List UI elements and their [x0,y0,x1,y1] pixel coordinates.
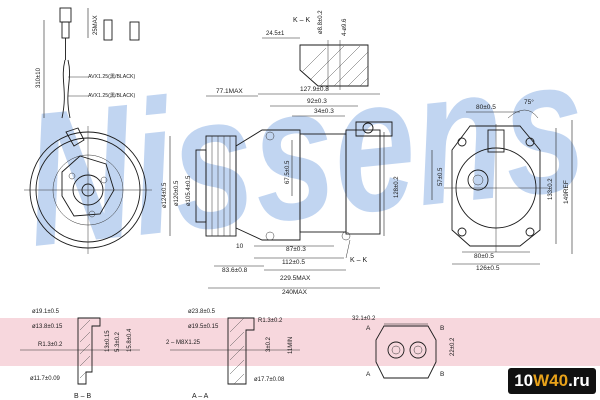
label-77-1max: 77.1MAX [216,88,243,95]
label-149ref: 149REF [563,180,570,204]
label-80-top: 80±0.5 [476,104,496,111]
label-133: 133±0.2 [548,178,554,200]
label-25max: 25MAX [93,15,99,35]
label-aa-d23: ø23.8±0.5 [188,309,216,315]
label-240max: 240MAX [282,289,308,296]
label-10: 10 [236,243,244,250]
label-bb-h5: 5.3±0.2 [115,331,121,352]
label-kk-side: K – K [350,257,367,264]
section-kk: K – K 24.5±1 ø8.8±0.2 4-ø9.6 [262,10,369,90]
label-aa-d17: ø17.7±0.08 [254,377,285,383]
label-wire1: AVX1.25(黒/BLACK) [88,73,135,80]
label-126: 126±0.5 [476,265,500,272]
badge-part-10: 10 [514,371,534,390]
badge-part-w40: W40 [533,371,569,390]
label-83-6: 83.6±0.8 [222,267,248,274]
caption-bb: B – B [74,393,91,400]
section-bb: ø19.1±0.5 ø13.8±0.15 R1.3±0.2 ø11.7±0.09… [20,309,140,400]
bottom-band [0,318,600,366]
label-24-5: 24.5±1 [266,31,285,37]
side-view: 77.1MAX 127.9±0.8 92±0.3 34±0.3 ø124±0.5… [162,86,400,296]
label-57: 57±0.5 [438,167,444,186]
connector-view: 25MAX 310±10 AVX1.25(黒/BLACK) AVX1.25(黒/… [36,7,140,119]
label-bb-h15: 15.8±0.4 [127,328,133,352]
label-67-5: 67.5±0.5 [285,160,291,184]
label-75deg: 75° [524,98,534,106]
caption-aa: A – A [192,393,209,400]
label-aa-thread: 2 – M8X1.25 [166,340,201,346]
site-badge: 10 W40 .ru [508,368,596,394]
label-port-b2: B [440,371,444,378]
label-bb-r13: R1.3±0.2 [38,342,63,348]
label-112: 112±0.5 [282,259,305,266]
section-kk-title: K – K [293,17,310,24]
label-128: 128±0.2 [394,176,400,198]
label-127-9: 127.9±0.8 [300,86,329,93]
label-bb-d11: ø11.7±0.09 [30,376,61,382]
label-87: 87±0.3 [286,246,306,253]
label-229-5max: 229.5MAX [280,275,311,282]
label-aa-h11: 11MIN [288,337,294,354]
label-port-h22: 22±0.2 [450,337,456,356]
front-view [24,126,152,254]
label-8-8: ø8.8±0.2 [318,10,324,34]
label-aa-d19: ø19.5±0.15 [188,324,219,330]
label-aa-r13: R1.3±0.2 [258,318,283,324]
section-aa: ø23.8±0.5 ø19.5±0.15 2 – M8X1.25 R1.3±0.… [166,309,300,400]
label-port-w32: 32.1±0.2 [352,316,376,322]
label-port-b1: B [440,325,444,332]
label-4-9-6: 4-ø9.6 [342,18,348,36]
label-34: 34±0.3 [314,108,334,115]
label-bb-d13: ø13.8±0.15 [32,324,63,330]
label-wire2: AVX1.25(黒/BLACK) [88,92,135,99]
label-port-a1: A [366,325,371,332]
label-d124: ø124±0.5 [162,182,168,208]
label-d120: ø120±0.5 [174,180,180,206]
badge-part-ru: .ru [568,371,590,390]
rear-view: 80±0.5 75° 57±0.5 133±0.2 149REF 80±0.5 … [431,98,573,272]
label-port-a2: A [366,371,371,378]
label-310: 310±10 [36,67,42,88]
port-view: 32.1±0.2 22±0.2 A A B B [352,316,456,379]
label-bb-d19: ø19.1±0.5 [32,309,60,315]
label-92: 92±0.3 [307,98,327,105]
label-80-bottom: 80±0.5 [474,253,494,260]
label-d105: ø105.4±0.5 [186,175,192,206]
label-aa-h3: 3±0.2 [266,336,272,352]
label-bb-h13: 13±0.15 [105,330,111,352]
